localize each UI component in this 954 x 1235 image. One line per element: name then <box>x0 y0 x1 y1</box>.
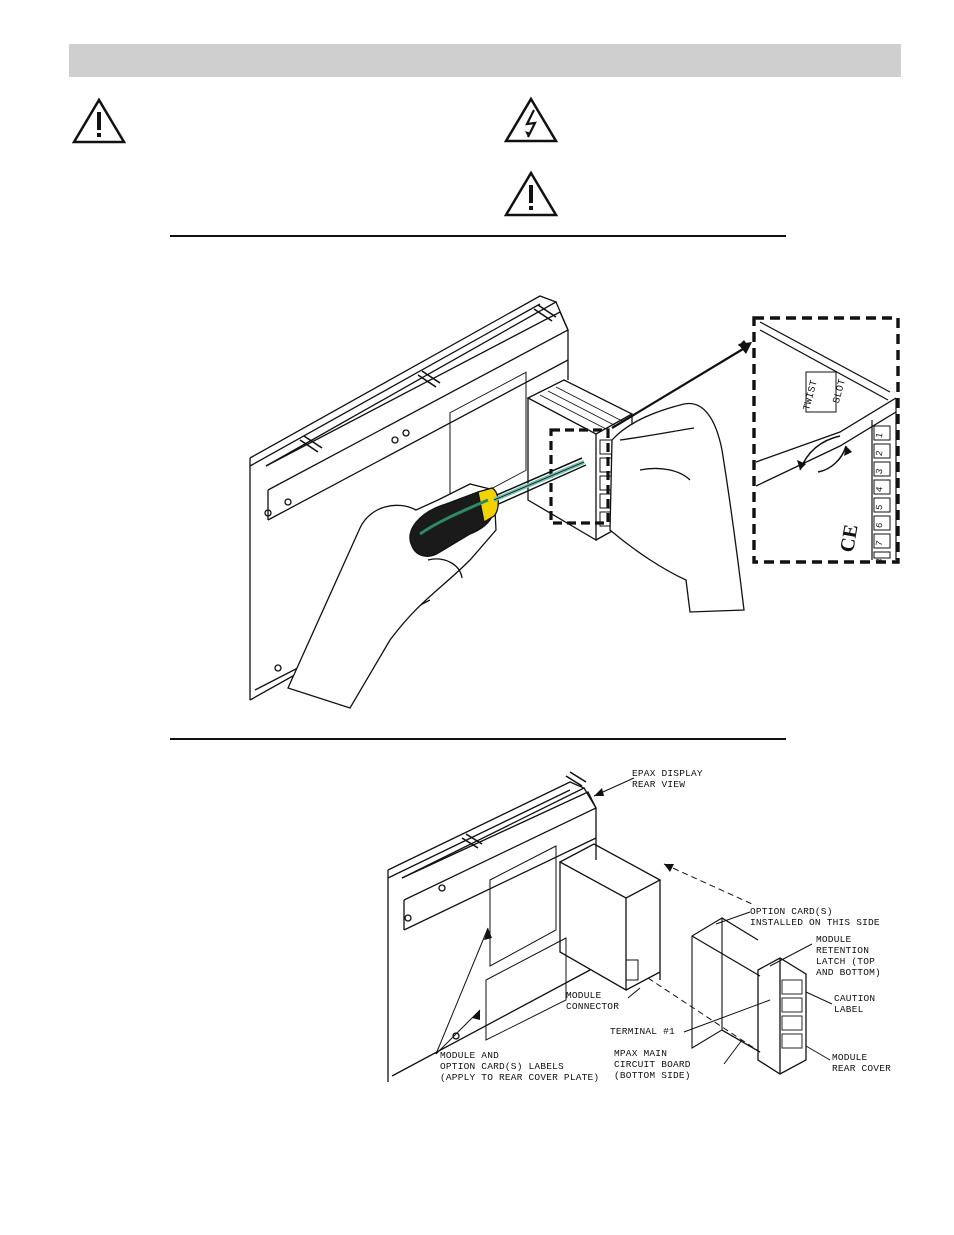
callout-retention-latch: MODULE RETENTION LATCH (TOP AND BOTTOM) <box>816 934 881 978</box>
warning-triangle-icon <box>503 170 559 217</box>
callout-main-board: MPAX MAIN CIRCUIT BOARD (BOTTOM SIDE) <box>614 1048 691 1081</box>
warning-triangle-icon <box>71 97 127 144</box>
callout-labels: MODULE AND OPTION CARD(S) LABELS (APPLY … <box>440 1050 600 1083</box>
callout-option-cards: OPTION CARD(S) INSTALLED ON THIS SIDE <box>750 906 880 928</box>
electric-shock-triangle-icon <box>503 96 559 143</box>
callout-rear-cover: MODULE REAR COVER <box>832 1052 892 1074</box>
figure-divider-top <box>170 235 786 237</box>
callout-terminal-1: TERMINAL #1 <box>610 1026 675 1037</box>
callout-epax-display: EPAX DISPLAY REAR VIEW <box>632 768 703 790</box>
callout-module-connector: MODULE CONNECTOR <box>566 990 620 1012</box>
section-header-bar <box>69 44 901 77</box>
callout-caution-label: CAUTION LABEL <box>834 993 876 1015</box>
figure-divider-bottom <box>170 738 786 740</box>
